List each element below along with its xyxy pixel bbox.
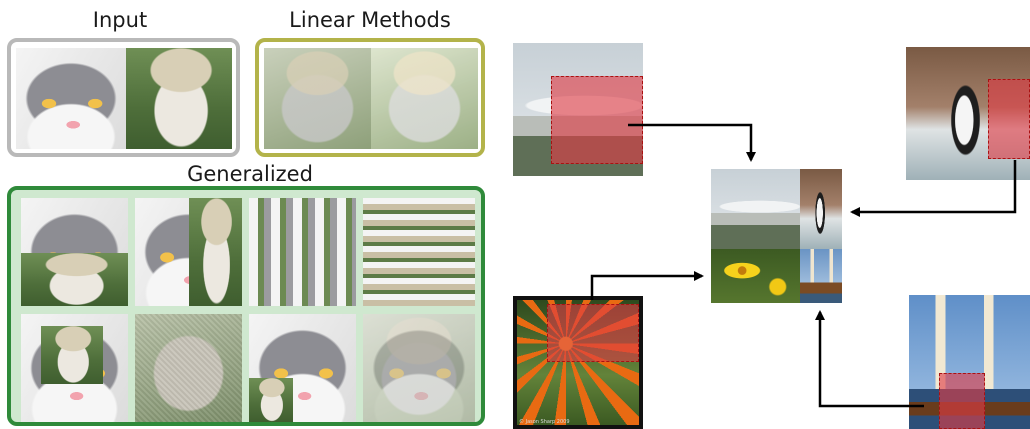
alpaca-photo [126, 48, 232, 149]
composite-ship-crop [800, 249, 842, 303]
cat-photo [16, 48, 126, 149]
crop-region-mask [939, 373, 985, 429]
linear-methods-panel [255, 38, 485, 157]
arrow-ship-to-composite [815, 310, 924, 408]
mix-noise-blend [135, 314, 242, 422]
arrow-penguin-to-composite [850, 160, 1017, 217]
mix-vertical-split [135, 198, 242, 306]
mix-quadrant-patch [21, 198, 128, 306]
ship-source-image [909, 295, 1030, 429]
mixed-composite-image [711, 169, 842, 303]
linear-blend-image-1 [264, 48, 371, 149]
generalized-title: Generalized [187, 162, 313, 186]
mix-horizontal-stripes [363, 198, 475, 306]
composite-penguin-crop [800, 169, 842, 249]
crop-region-mask [551, 76, 643, 164]
flower-source-image: © Jason Sharp 2009 [513, 296, 643, 429]
airplane-source-image [513, 43, 643, 176]
linear-methods-title: Linear Methods [289, 8, 451, 32]
penguin-source-image [906, 47, 1030, 180]
crop-region-mask [547, 304, 639, 362]
mix-center-patch [21, 314, 128, 422]
mix-vertical-stripes [249, 198, 356, 306]
generalized-panel [7, 186, 485, 426]
composite-airplane-crop [711, 169, 800, 249]
mix-diagonal-blend [363, 314, 475, 422]
composite-flower-crop [711, 249, 800, 303]
mix-bottom-left-patch [249, 314, 356, 422]
arrow-airplane-to-composite [628, 123, 756, 162]
input-panel [7, 38, 240, 157]
photo-credit: © Jason Sharp 2009 [519, 419, 570, 425]
input-title: Input [92, 8, 148, 32]
linear-blend-image-2 [371, 48, 478, 149]
crop-region-mask [988, 79, 1030, 159]
arrow-flower-to-composite [590, 271, 704, 300]
